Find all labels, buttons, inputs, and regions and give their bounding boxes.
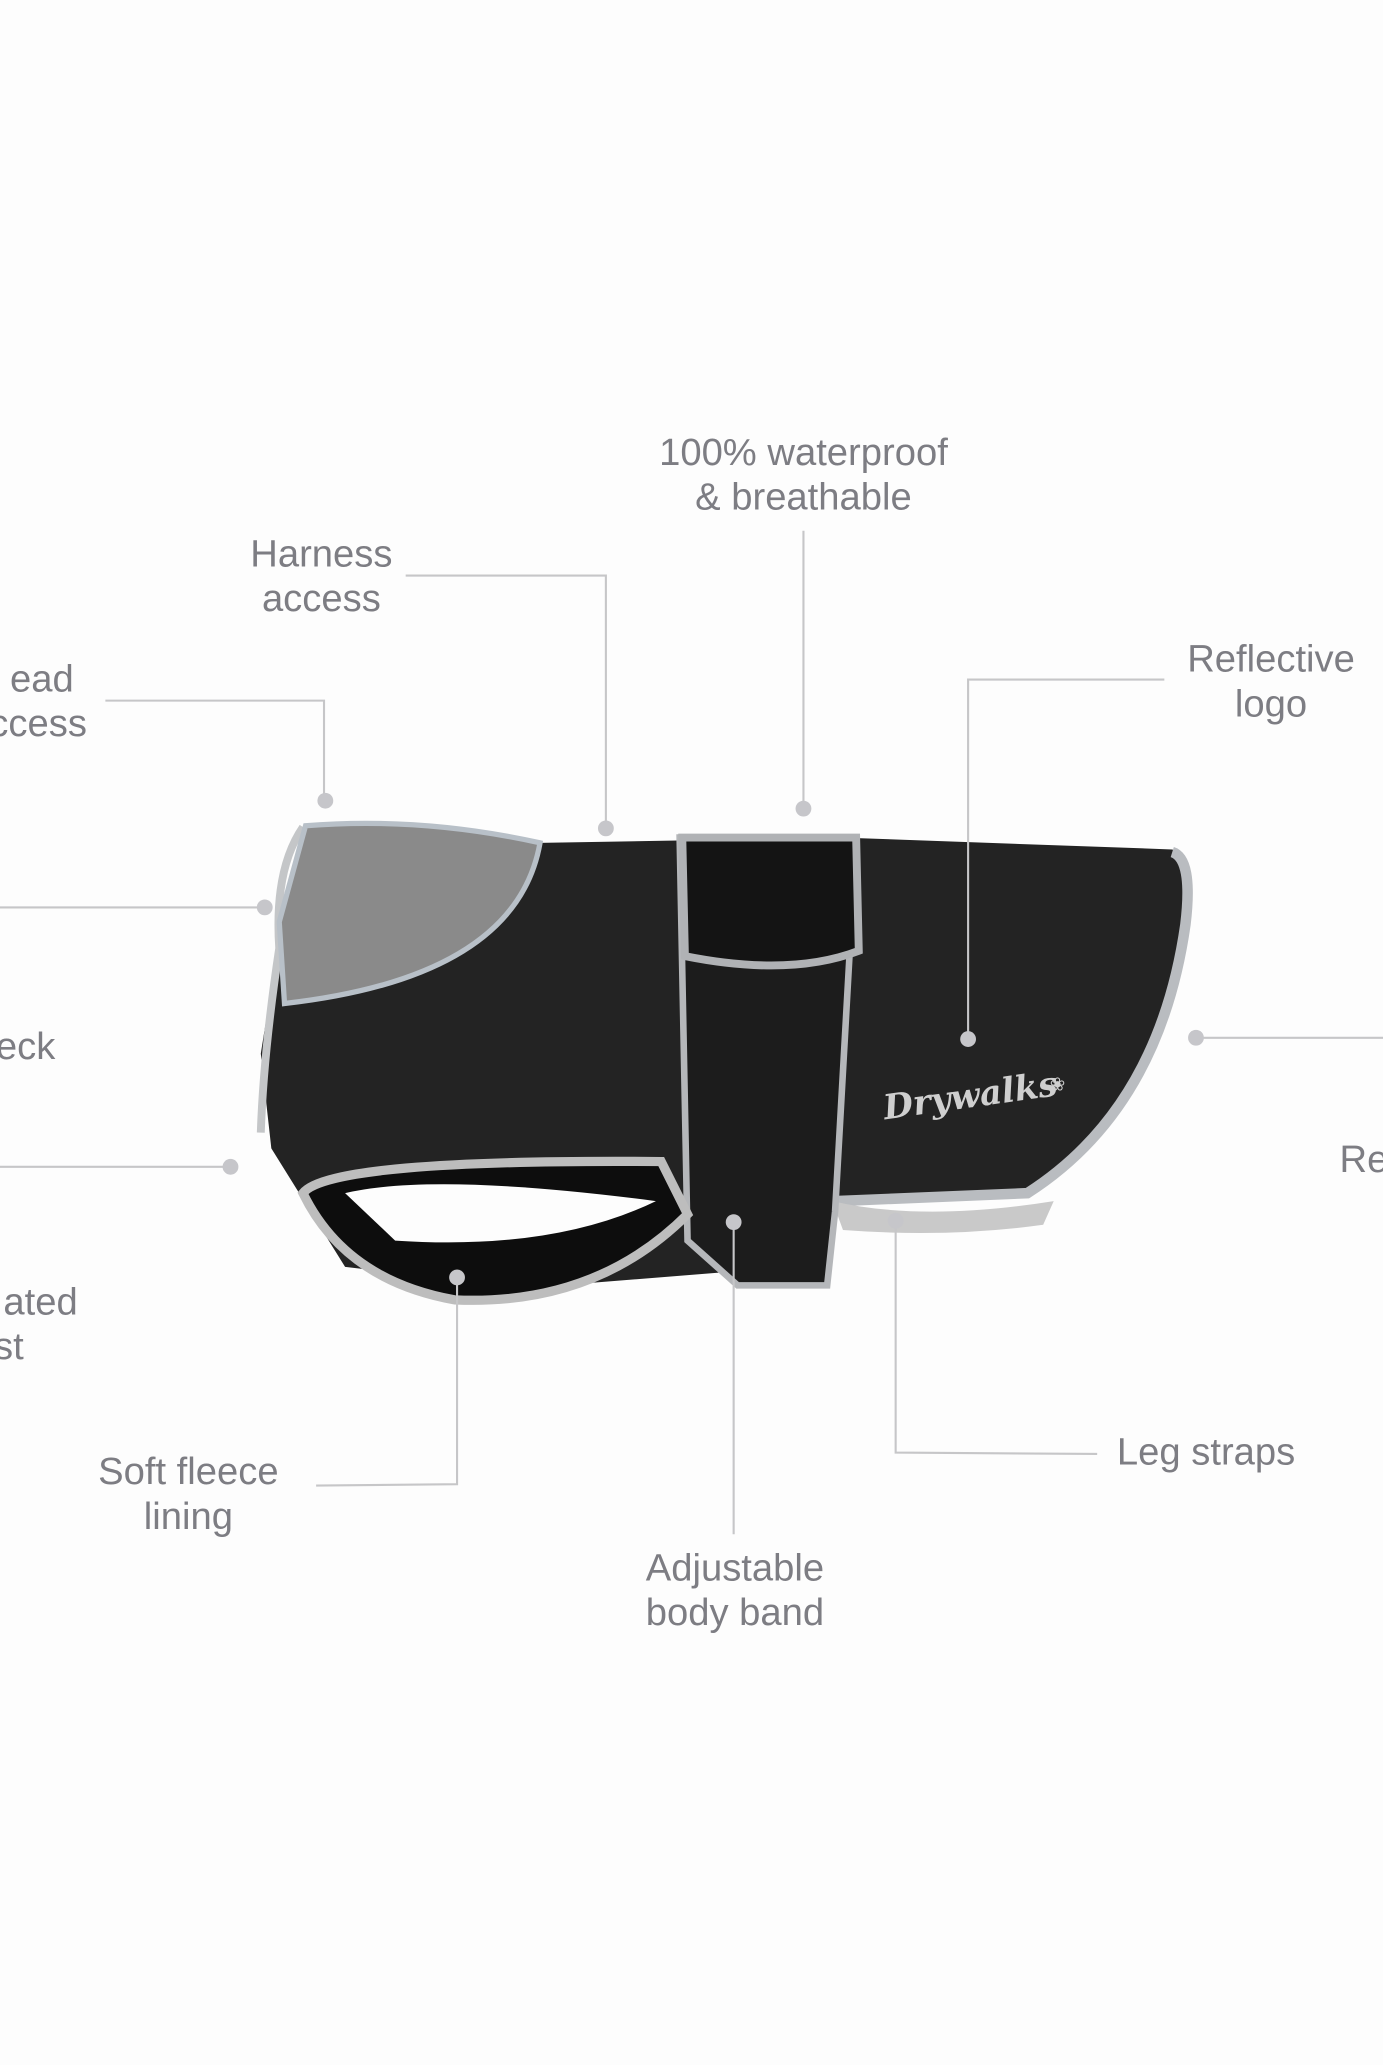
lead-dot bbox=[317, 792, 334, 809]
feature-labels: 100% waterproof & breathable Harness acc… bbox=[0, 431, 1383, 1634]
label-right-partial: Re bbox=[1340, 1138, 1383, 1181]
label-fleece-line2: lining bbox=[144, 1495, 233, 1538]
label-legstraps: Leg straps bbox=[1117, 1430, 1295, 1473]
label-lead-line1: ead bbox=[10, 657, 74, 700]
label-chest-line2: st bbox=[0, 1325, 24, 1368]
label-lead-line2: ccess bbox=[0, 702, 87, 745]
lead-leader bbox=[105, 699, 326, 797]
fleece-dot bbox=[449, 1269, 465, 1286]
leg-loop-opening bbox=[345, 1184, 656, 1243]
band-dot bbox=[725, 1214, 742, 1231]
label-harness-line1: Harness bbox=[250, 532, 392, 575]
leader-lines bbox=[0, 530, 1383, 1535]
label-logo-line2: logo bbox=[1235, 682, 1307, 725]
reflective-trim-rear bbox=[837, 847, 1193, 1207]
label-harness-line2: access bbox=[262, 577, 381, 620]
label-waterproof-line1: 100% waterproof bbox=[659, 431, 948, 474]
chest-dot bbox=[222, 1158, 239, 1175]
fleece-collar bbox=[276, 820, 544, 1007]
paw-icon: ❀ bbox=[1050, 1074, 1065, 1094]
label-band-line1: Adjustable bbox=[646, 1546, 824, 1589]
body-band-flap bbox=[678, 833, 863, 970]
label-waterproof-line2: & breathable bbox=[695, 476, 912, 519]
leg-straps bbox=[832, 1201, 1054, 1234]
legstraps-dot bbox=[887, 1212, 904, 1229]
logo-dot bbox=[960, 1031, 977, 1047]
label-neck: eck bbox=[0, 1025, 56, 1068]
waterproof-dot bbox=[795, 800, 812, 817]
right-dot bbox=[1188, 1029, 1204, 1046]
neck-dot bbox=[256, 899, 273, 916]
label-logo-line1: Reflective bbox=[1187, 638, 1355, 681]
harness-dot bbox=[597, 820, 614, 837]
fleece-leader bbox=[316, 1281, 459, 1487]
legstraps-leader bbox=[894, 1224, 1098, 1455]
harness-leader bbox=[405, 574, 607, 825]
label-fleece-line1: Soft fleece bbox=[98, 1450, 278, 1493]
dog-coat-image: Drywalks ❀ bbox=[256, 820, 1193, 1305]
label-chest-line1: ated bbox=[3, 1280, 77, 1323]
label-band-line2: body band bbox=[646, 1591, 824, 1634]
logo-leader bbox=[967, 678, 1165, 1036]
